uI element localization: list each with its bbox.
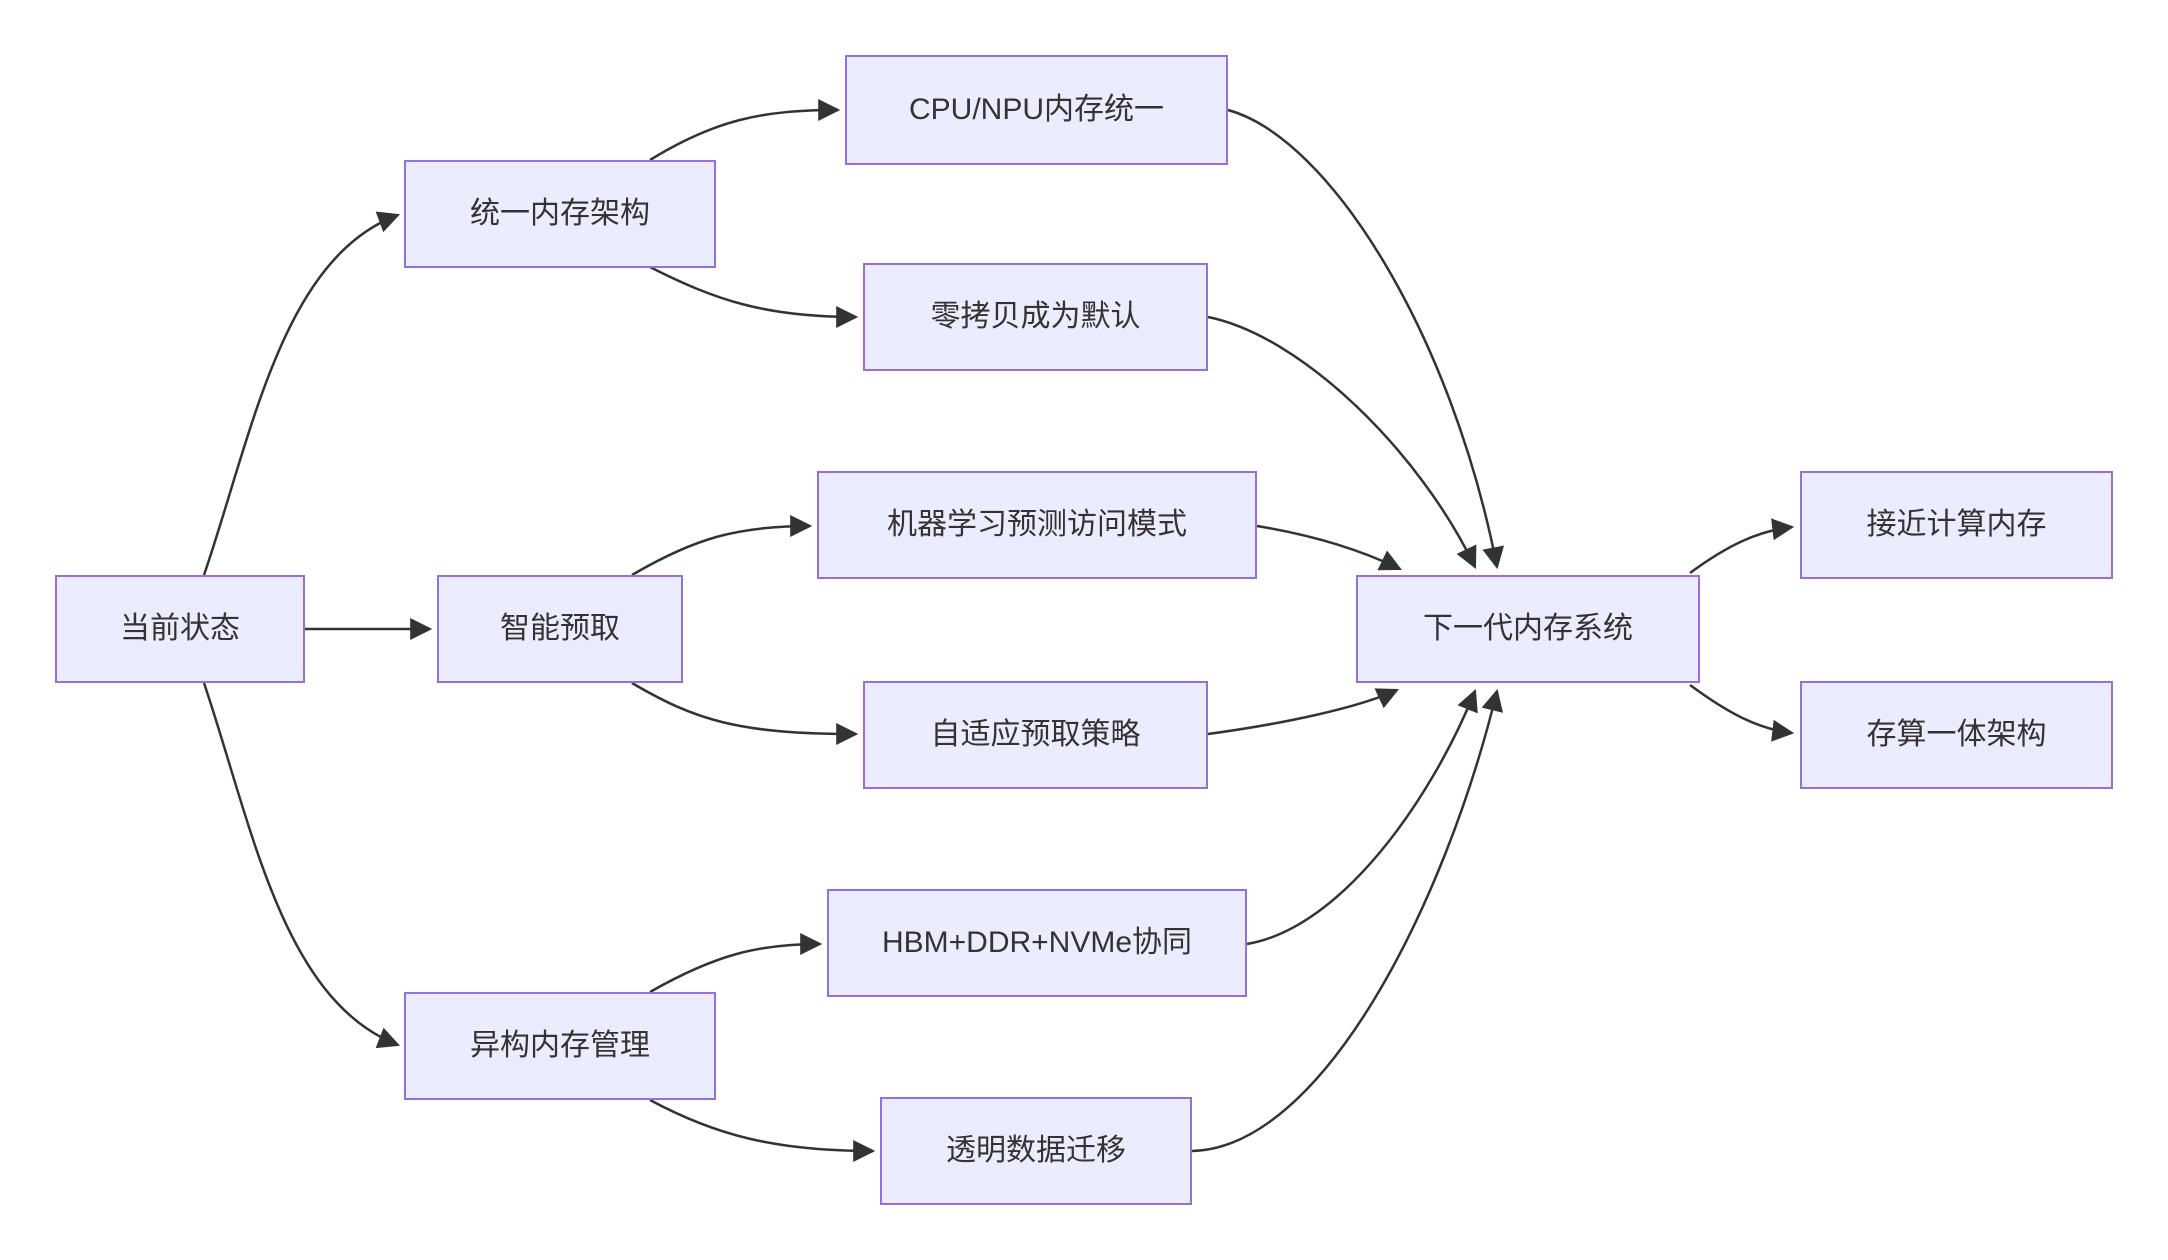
edge-current-to-unified: [202, 211, 401, 576]
node-next-gen-memory: 下一代内存系统: [1356, 575, 1700, 683]
node-unified-memory: 统一内存架构: [404, 160, 716, 268]
edge-unified-to-zero-copy: [649, 265, 859, 328]
edge-cpu-npu-to-nextgen: [1227, 108, 1505, 570]
node-near-compute-memory-label: 接近计算内存: [1866, 508, 2047, 541]
edge-transparent-to-nextgen: [1191, 688, 1504, 1153]
edge-zero-copy-to-nextgen: [1207, 315, 1477, 569]
edge-nextgen-to-compute-in-memory: [1689, 683, 1795, 742]
node-near-compute-memory: 接近计算内存: [1800, 471, 2113, 579]
edge-adaptive-to-nextgen: [1207, 688, 1399, 736]
node-adaptive-prefetch: 自适应预取策略: [863, 681, 1208, 789]
node-transparent-migration: 透明数据迁移: [880, 1097, 1192, 1205]
node-compute-in-memory-label: 存算一体架构: [1866, 718, 2047, 751]
edge-nextgen-to-near-compute: [1689, 518, 1795, 575]
node-current-state-label: 当前状态: [120, 612, 240, 645]
node-ml-access-pattern-label: 机器学习预测访问模式: [887, 508, 1187, 541]
node-current-state: 当前状态: [55, 575, 305, 683]
edge-ml-to-nextgen: [1256, 524, 1402, 571]
node-unified-memory-label: 统一内存架构: [470, 197, 650, 230]
node-next-gen-memory-label: 下一代内存系统: [1423, 612, 1633, 645]
node-zero-copy: 零拷贝成为默认: [863, 263, 1208, 371]
node-hetero-memory: 异构内存管理: [404, 992, 716, 1100]
node-zero-copy-label: 零拷贝成为默认: [930, 300, 1141, 333]
edge-hbm-to-nextgen: [1246, 688, 1478, 946]
edge-hetero-to-hbm: [649, 933, 823, 994]
node-cpu-npu-unified: CPU/NPU内存统一: [845, 55, 1228, 165]
edge-hetero-to-transparent: [649, 1098, 876, 1162]
edge-prefetch-to-ml: [631, 515, 813, 577]
edge-prefetch-to-adaptive: [631, 681, 859, 745]
node-hbm-ddr-nvme-label: HBM+DDR+NVMe协同: [881, 926, 1193, 959]
node-cpu-npu-unified-label: CPU/NPU内存统一: [908, 93, 1164, 126]
node-hetero-memory-label: 异构内存管理: [470, 1029, 650, 1062]
node-compute-in-memory: 存算一体架构: [1800, 681, 2113, 789]
node-hbm-ddr-nvme: HBM+DDR+NVMe协同: [827, 889, 1247, 997]
node-ml-access-pattern: 机器学习预测访问模式: [817, 471, 1257, 579]
edge-unified-to-cpu-npu: [649, 99, 841, 162]
node-smart-prefetch-label: 智能预取: [500, 612, 620, 645]
node-transparent-migration-label: 透明数据迁移: [946, 1134, 1126, 1167]
node-adaptive-prefetch-label: 自适应预取策略: [930, 718, 1141, 751]
node-smart-prefetch: 智能预取: [437, 575, 683, 683]
edge-current-to-hetero: [202, 682, 401, 1049]
